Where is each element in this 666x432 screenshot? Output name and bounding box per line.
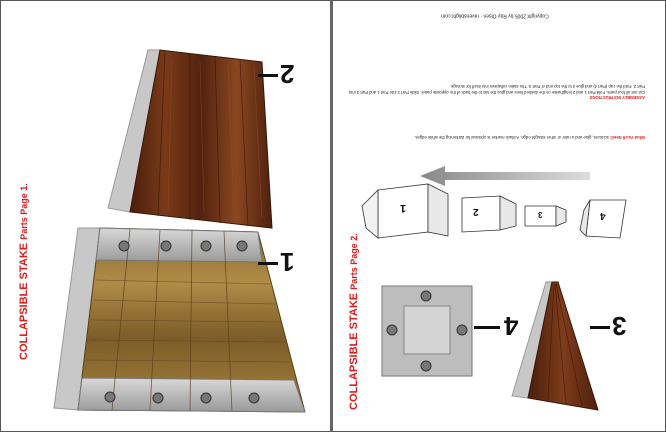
copyright-text: Copyright 2005 by Ray Olsen · ravensblig… bbox=[345, 12, 645, 17]
part-3-leader bbox=[590, 326, 610, 329]
diagram-label-1: 1 bbox=[400, 202, 406, 214]
tools-heading: What You'll Need: bbox=[610, 135, 645, 140]
parts-page-1: COLLAPSIBLE STAKE Parts Page 1. bbox=[0, 0, 330, 432]
part-2-leader bbox=[258, 74, 278, 77]
part-2 bbox=[108, 50, 272, 228]
part-4-number: 4 bbox=[504, 310, 518, 341]
part-4-leader bbox=[474, 326, 500, 329]
diagram-label-4: 4 bbox=[600, 210, 606, 221]
part-3-number: 3 bbox=[612, 310, 626, 341]
part-1-leader bbox=[258, 262, 278, 265]
diagram-label-3: 3 bbox=[538, 210, 542, 219]
diagram-label-2: 2 bbox=[473, 206, 479, 217]
page-2-title: COLLAPSIBLE STAKE Parts Page 2. bbox=[348, 233, 360, 410]
instructions-block: ASSEMBLY INSTRUCTIONS Cut out all four p… bbox=[345, 40, 645, 100]
part-1-number: 1 bbox=[280, 246, 294, 277]
part-1 bbox=[54, 228, 305, 412]
instructions-text: Cut out all four parts. Fold Part 1 and … bbox=[345, 84, 645, 95]
tools-block: What You'll Need: scissors, glue and a r… bbox=[345, 100, 645, 140]
part-2-number: 2 bbox=[280, 58, 294, 89]
tools-text: scissors, glue and a ruler or other stra… bbox=[414, 135, 609, 140]
